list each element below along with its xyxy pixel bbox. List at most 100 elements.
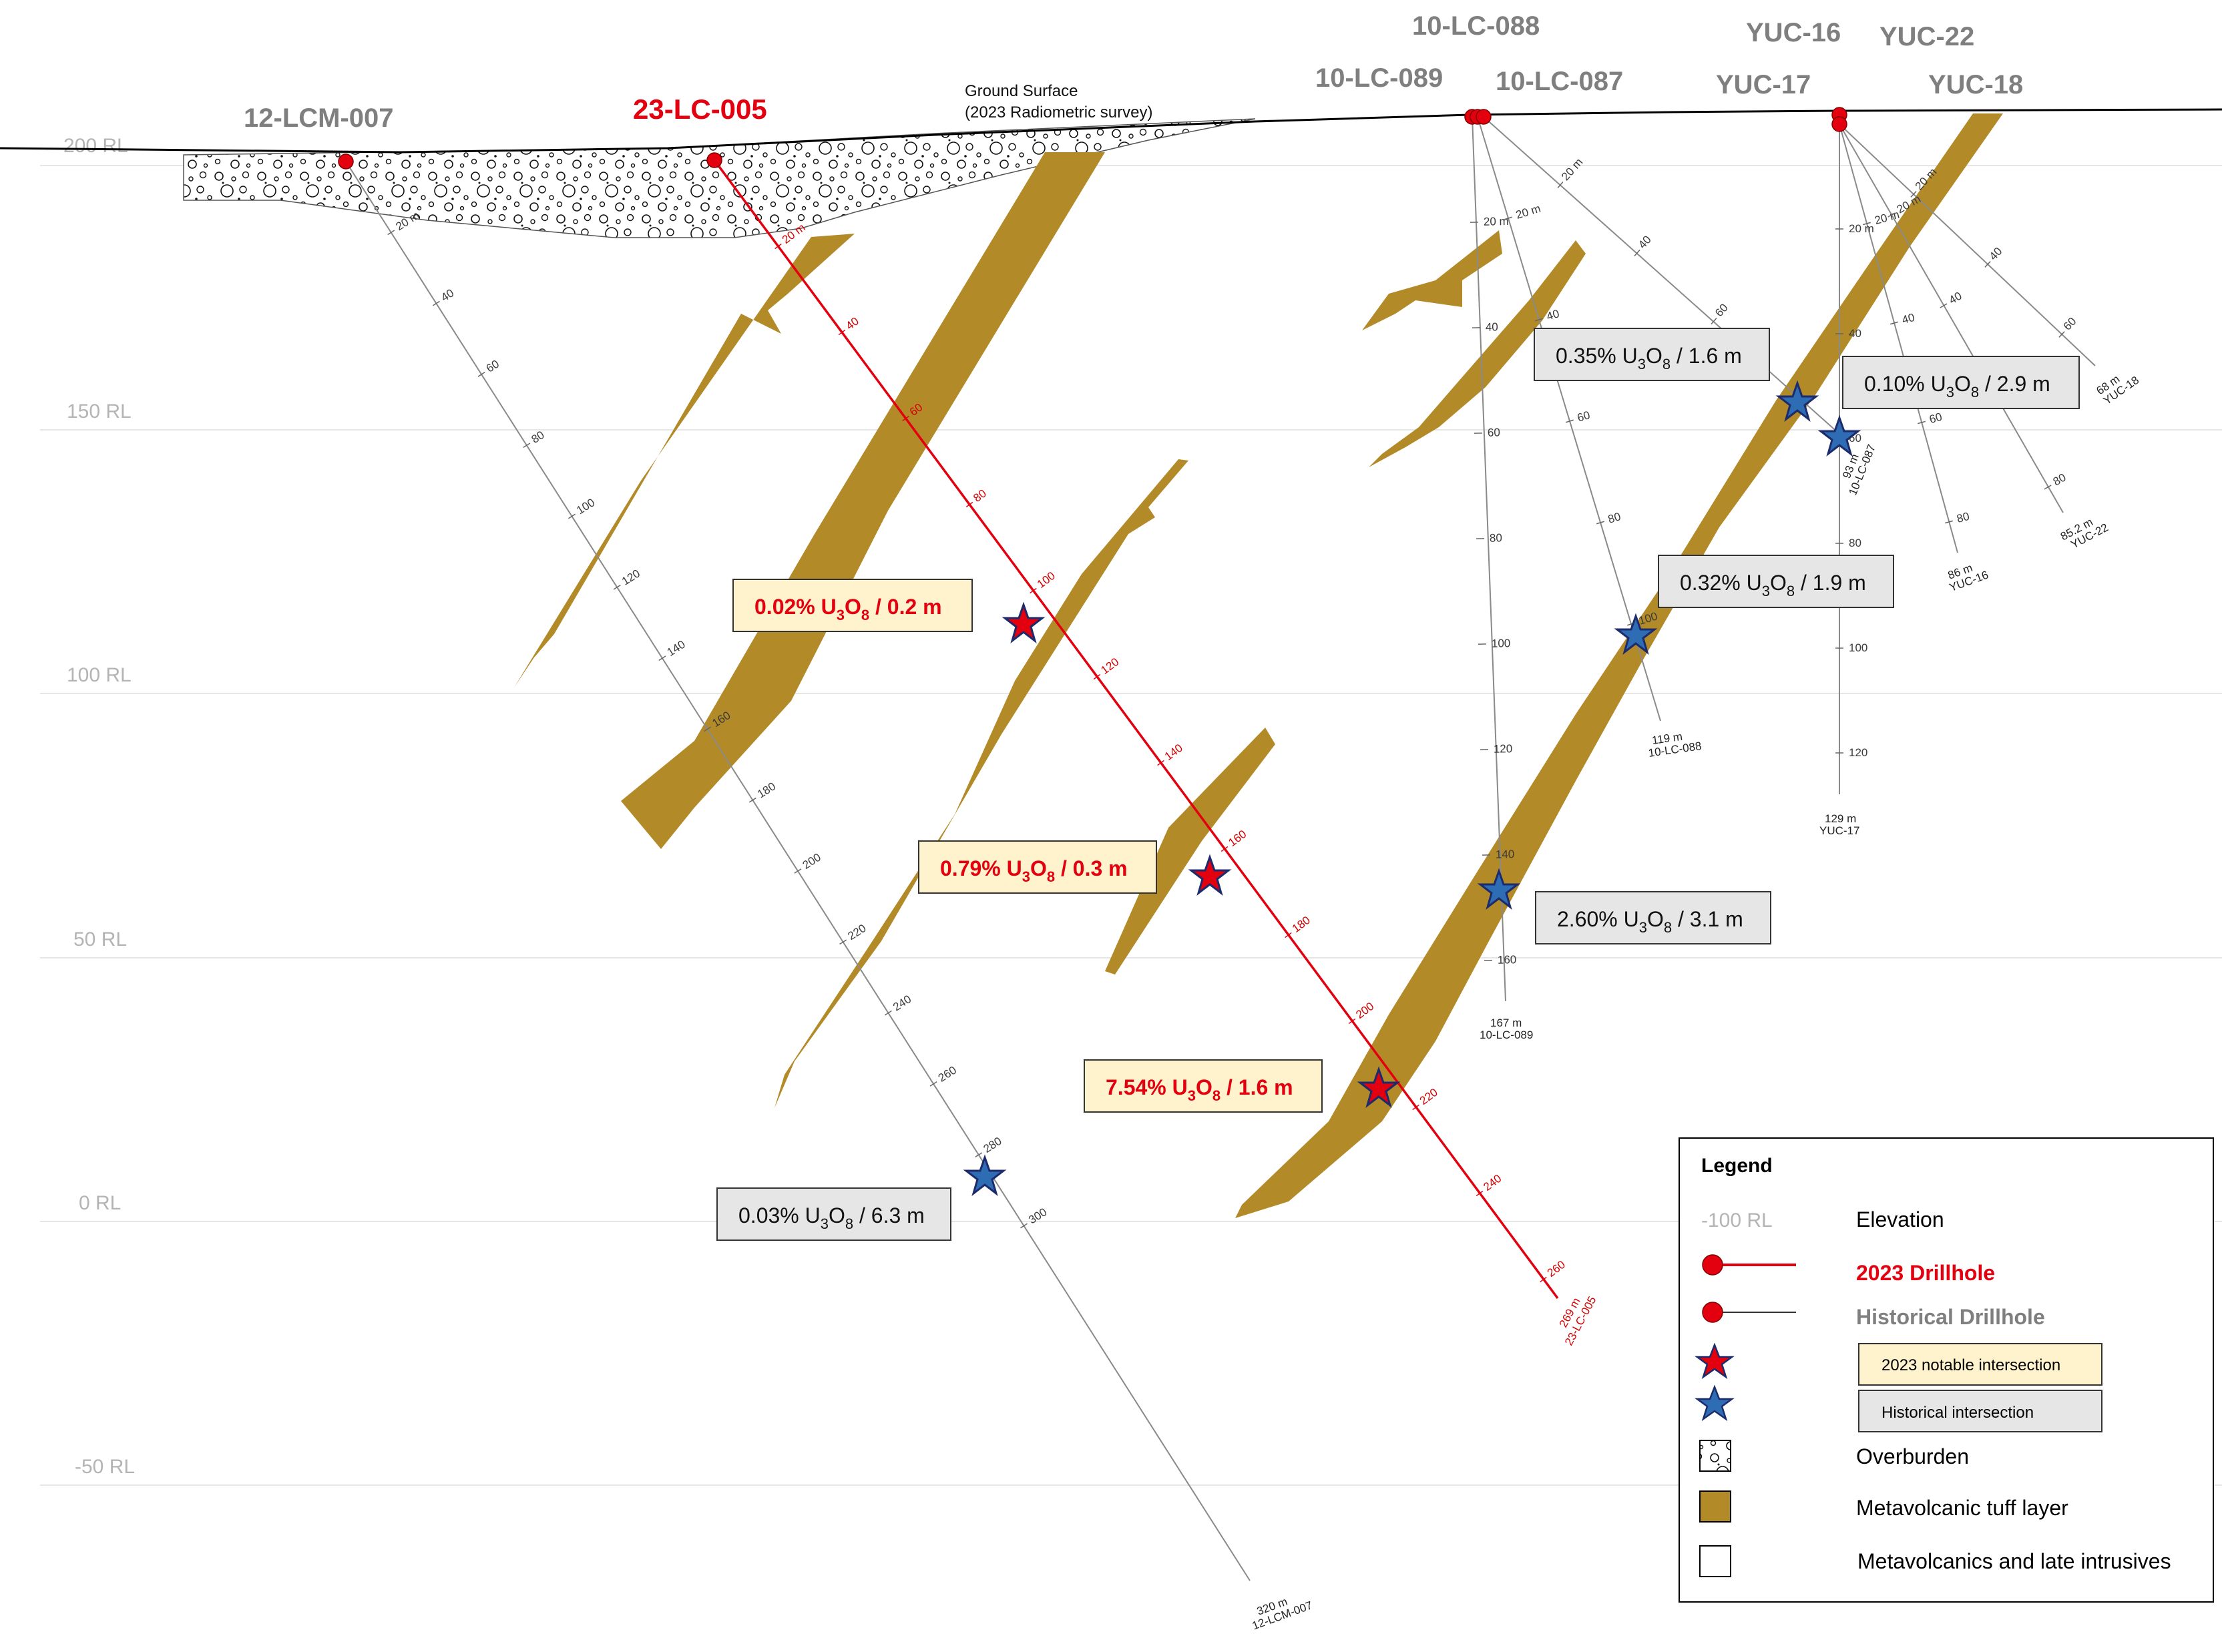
grade-value: 0.10% bbox=[1864, 372, 1925, 396]
depth-tick-mark bbox=[839, 939, 847, 945]
depth-tick-mark bbox=[432, 300, 440, 306]
depth-tick-mark bbox=[1634, 250, 1640, 256]
intersection-box: 0.10% U3O8 / 2.9 m bbox=[1842, 356, 2080, 409]
ground-surface-line bbox=[0, 108, 2222, 154]
depth-tick-mark bbox=[1504, 216, 1512, 220]
depth-tick-label: 300 bbox=[1026, 1205, 1049, 1226]
width-value: 2.9 m bbox=[1997, 372, 2050, 396]
legend-historical-swatch bbox=[1858, 1390, 2102, 1432]
depth-tick-label: 80 bbox=[971, 487, 989, 505]
depth-ticks: 20 m406080100120140160180200220240260280… bbox=[387, 156, 2079, 1283]
legend-overburden-swatch bbox=[1699, 1440, 1731, 1472]
depth-tick-label: 80 bbox=[1490, 531, 1502, 544]
svg-text:2.60% U3O8 / 3.1 m: 2.60% U3O8 / 3.1 m bbox=[1557, 907, 1743, 936]
depth-tick-mark bbox=[965, 501, 973, 508]
star-historical-intersection bbox=[1614, 613, 1658, 655]
depth-tick-mark bbox=[1890, 321, 1898, 325]
drillhole-label: YUC-22 bbox=[1879, 22, 1974, 51]
depth-tick-label: 240 bbox=[891, 993, 913, 1013]
depth-tick-mark bbox=[568, 513, 576, 519]
elevation-grid bbox=[40, 165, 2222, 1486]
tuff-layer bbox=[1105, 728, 1275, 975]
tuff-layer bbox=[621, 152, 1105, 849]
depth-tick-mark bbox=[1711, 318, 1717, 324]
depth-tick-mark bbox=[884, 1010, 892, 1016]
depth-tick-mark bbox=[613, 584, 621, 590]
depth-tick-mark bbox=[2058, 331, 2065, 338]
depth-tick-label: 100 bbox=[1492, 637, 1511, 650]
depth-tick-label: 40 bbox=[1947, 290, 1964, 307]
svg-text:0.32% U3O8 / 1.9 m: 0.32% U3O8 / 1.9 m bbox=[1680, 571, 1866, 599]
legend-title: Legend bbox=[1701, 1155, 1773, 1177]
depth-tick-mark bbox=[1910, 191, 1917, 198]
elevation-label: 50 RL bbox=[73, 928, 127, 950]
depth-tick-mark bbox=[902, 415, 909, 422]
svg-text:0.79% U3O8 / 0.3 m: 0.79% U3O8 / 0.3 m bbox=[940, 856, 1128, 885]
depth-tick-mark bbox=[1093, 673, 1101, 680]
depth-tick-mark bbox=[1412, 1104, 1419, 1111]
depth-tick-label: 40 bbox=[439, 286, 456, 304]
collar-marker bbox=[338, 154, 354, 170]
svg-text:7.54% U3O8 / 1.6 m: 7.54% U3O8 / 1.6 m bbox=[1106, 1075, 1293, 1104]
depth-tick-label: 20 m bbox=[1849, 222, 1874, 235]
star-historical-intersection bbox=[963, 1154, 1007, 1196]
depth-tick-mark bbox=[1984, 261, 1991, 268]
depth-tick-label: 200 bbox=[1353, 1000, 1376, 1021]
depth-tick-mark bbox=[1157, 760, 1164, 766]
depth-tick-mark bbox=[1540, 1276, 1547, 1283]
elevation-label: -50 RL bbox=[75, 1456, 135, 1478]
depth-tick-label: 60 bbox=[484, 358, 501, 375]
depth-tick-label: 140 bbox=[665, 638, 688, 659]
ground-surface-label: Ground Surface bbox=[965, 82, 1078, 100]
overburden-area bbox=[183, 118, 1256, 238]
drillhole-yuc-16 bbox=[1839, 123, 1958, 553]
elevation-label: 0 RL bbox=[79, 1192, 121, 1214]
width-value: 6.3 m bbox=[871, 1203, 925, 1227]
grade-value: 0.03% bbox=[738, 1203, 799, 1227]
depth-tick-mark bbox=[748, 797, 756, 803]
collar-marker bbox=[1476, 109, 1492, 125]
depth-tick-mark bbox=[387, 230, 395, 236]
elevation-labels: 200 RL 150 RL 100 RL 50 RL 0 RL -50 RL bbox=[63, 135, 135, 1478]
depth-tick-label: 40 bbox=[1901, 311, 1916, 326]
depth-tick-mark bbox=[929, 1081, 937, 1087]
depth-tick-mark bbox=[1285, 932, 1292, 938]
depth-tick-label: 40 bbox=[1849, 327, 1861, 340]
drillhole-yuc-22 bbox=[1839, 123, 2064, 513]
legend-tuff-label: Metavolcanic tuff layer bbox=[1856, 1496, 2068, 1520]
depth-tick-mark bbox=[838, 329, 846, 336]
intersection-box: 2.60% U3O8 / 3.1 m bbox=[1535, 891, 1771, 944]
intersection-box: 7.54% U3O8 / 1.6 m bbox=[1084, 1059, 1323, 1113]
star-historical-intersection bbox=[1775, 380, 1819, 422]
depth-tick-mark bbox=[1348, 1018, 1356, 1025]
legend-star-2023 bbox=[1695, 1342, 1735, 1380]
depth-tick-mark bbox=[1476, 1190, 1484, 1197]
collar-marker bbox=[706, 152, 722, 168]
depth-tick-mark bbox=[704, 726, 712, 732]
drillhole-23-lc-005 bbox=[706, 152, 1559, 1300]
legend-2023-notable-label: 2023 notable intersection bbox=[1881, 1356, 2060, 1374]
drillhole-yuc-18 bbox=[1831, 107, 2096, 366]
depth-tick-label: 280 bbox=[981, 1135, 1004, 1155]
depth-tick-label: 40 bbox=[1545, 307, 1561, 323]
depth-tick-label: 160 bbox=[1498, 953, 1517, 967]
depth-tick-label: 220 bbox=[845, 922, 868, 942]
drillhole-label: 10-LC-087 bbox=[1496, 67, 1623, 96]
star-historical-intersection bbox=[1817, 415, 1861, 457]
tuff-layer bbox=[1235, 113, 2003, 1218]
depth-tick-mark bbox=[1887, 212, 1896, 218]
depth-tick-label: 240 bbox=[1481, 1172, 1504, 1193]
drillhole-label: YUC-18 bbox=[1928, 70, 2023, 99]
depth-tick-mark bbox=[1945, 520, 1953, 524]
depth-tick-label: 180 bbox=[1290, 914, 1313, 935]
depth-tick-label: 20 m bbox=[1559, 156, 1585, 183]
intersection-box: 0.79% U3O8 / 0.3 m bbox=[918, 840, 1157, 894]
depth-tick-label: 80 bbox=[1606, 510, 1622, 526]
depth-tick-label: 60 bbox=[1928, 410, 1944, 426]
legend-historical-drillhole-symbol bbox=[1702, 1302, 1796, 1323]
legend-tuff-swatch bbox=[1699, 1490, 1731, 1523]
drillhole-label: 10-LC-088 bbox=[1412, 11, 1540, 41]
depth-tick-mark bbox=[1220, 846, 1229, 852]
width-value: 1.6 m bbox=[1689, 344, 1742, 368]
intersection-box: 0.32% U3O8 / 1.9 m bbox=[1658, 555, 1894, 608]
